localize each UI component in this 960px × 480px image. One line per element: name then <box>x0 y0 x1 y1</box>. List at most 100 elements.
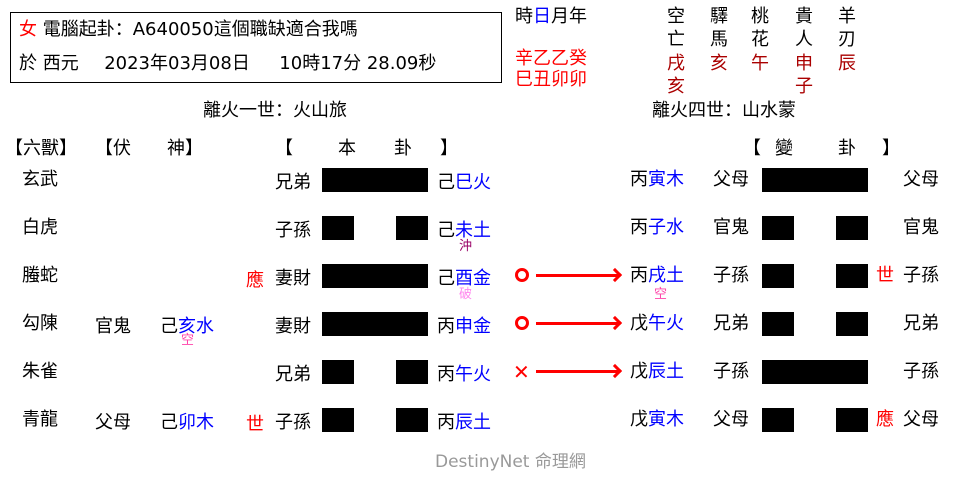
changed-yin-line-right <box>836 312 868 336</box>
changed-relation-label: 父母 <box>713 409 749 430</box>
line-stem-branch: 己未土 <box>437 222 491 240</box>
header-changed-open: 【 <box>743 138 761 159</box>
pillar-year-label: 年 <box>569 6 587 27</box>
yang-line <box>322 312 428 336</box>
changed-yin-line-right <box>836 264 868 288</box>
spirit-kongwang-bottom: 亡 <box>667 29 685 50</box>
change-arrow-icon <box>536 322 618 325</box>
changed-stem-branch: 丙寅木 <box>630 171 684 189</box>
spirit-kongwang-value-1: 戌 <box>667 53 685 74</box>
spirit-yangren-top: 羊 <box>838 6 856 27</box>
changed-hexagram-title: 離火四世：山水蒙 <box>652 100 796 121</box>
spirit-guiren-value-1: 申 <box>795 53 813 74</box>
line-stem-branch: 丙午火 <box>437 366 491 384</box>
pillar-branches: 巳丑卯卯 <box>515 69 587 90</box>
stem: 丙 <box>437 364 455 385</box>
branch: 午火 <box>648 313 684 334</box>
chong-mark: 沖 <box>459 239 473 254</box>
gender-label: 女 <box>19 19 37 40</box>
header-animals: 【六獸】 <box>5 138 77 159</box>
changed-relation-label-right: 官鬼 <box>903 217 939 238</box>
animal-label: 朱雀 <box>22 361 58 382</box>
animal-label: 白虎 <box>22 217 58 238</box>
header-main-close: 】 <box>440 138 458 159</box>
spirit-kongwang-top: 空 <box>667 6 685 27</box>
yang-line <box>322 264 428 288</box>
changed-relation-label-right: 兄弟 <box>903 313 939 334</box>
stem: 戊 <box>630 313 648 334</box>
yin-line-right <box>396 408 428 432</box>
animal-label: 勾陳 <box>22 313 58 334</box>
branch: 巳火 <box>455 172 491 193</box>
shi-marker: 世 <box>876 265 894 286</box>
moving-yin-cross-icon: ✕ <box>513 360 530 384</box>
spirit-guiren-value-2: 子 <box>795 76 813 97</box>
branch: 寅木 <box>648 409 684 430</box>
stem: 己 <box>437 220 455 241</box>
stem: 丙 <box>630 265 648 286</box>
changed-yang-line <box>762 168 868 192</box>
changed-yin-line-left <box>762 408 794 432</box>
date-value: 2023年03月08日 <box>104 53 250 74</box>
pillar-day-label: 日 <box>533 6 551 27</box>
hidden-relation: 父母 <box>95 412 131 433</box>
spirit-taohua-top: 桃 <box>751 6 769 27</box>
stem: 丙 <box>630 169 648 190</box>
changed-yin-line-left <box>762 264 794 288</box>
stem: 己 <box>437 172 455 193</box>
stem: 己 <box>437 268 455 289</box>
header-changed-char2: 卦 <box>838 138 856 159</box>
header-changed-char1: 變 <box>775 138 793 159</box>
changed-yang-line <box>762 360 868 384</box>
changed-yin-line-left <box>762 312 794 336</box>
changed-relation-label: 子孫 <box>713 361 749 382</box>
stem: 戊 <box>630 409 648 430</box>
branch: 亥水 <box>178 316 214 337</box>
stem: 戊 <box>630 361 648 382</box>
line-stem-branch: 丙申金 <box>437 318 491 336</box>
spirit-yima-value: 亥 <box>710 53 728 74</box>
changed-yin-line-left <box>762 216 794 240</box>
changed-relation-label: 官鬼 <box>713 217 749 238</box>
changed-relation-label-right: 子孫 <box>903 361 939 382</box>
po-mark: 破 <box>459 287 473 302</box>
kong-mark: 空 <box>654 287 668 302</box>
branch: 酉金 <box>455 268 491 289</box>
yin-line-right <box>396 360 428 384</box>
yin-line-left <box>322 360 354 384</box>
main-hexagram-title: 離火一世：火山旅 <box>203 100 347 121</box>
changed-stem-branch: 丙戌土 <box>630 267 684 285</box>
hidden-stem-branch: 己卯木 <box>160 414 214 432</box>
changed-stem-branch: 丙子水 <box>630 219 684 237</box>
spirit-guiren-top: 貴 <box>795 6 813 27</box>
moving-yang-circle-icon <box>515 268 529 282</box>
changed-relation-label: 子孫 <box>713 265 749 286</box>
changed-stem-branch: 戊寅木 <box>630 411 684 429</box>
hidden-kong-mark: 空 <box>181 333 195 348</box>
yin-line-right <box>396 216 428 240</box>
arrow-head-icon <box>607 315 623 331</box>
change-arrow-icon <box>536 370 618 373</box>
changed-relation-label: 兄弟 <box>713 313 749 334</box>
yin-line-left <box>322 216 354 240</box>
change-arrow-icon <box>536 274 618 277</box>
branch: 辰土 <box>455 412 491 433</box>
shi-marker: 世 <box>246 414 264 435</box>
question-title: 電腦起卦：A640050這個職缺適合我嗎 <box>42 19 358 40</box>
changed-yin-line-right <box>836 216 868 240</box>
spirit-taohua-value: 午 <box>751 53 769 74</box>
changed-relation-label: 父母 <box>713 169 749 190</box>
time-value: 10時17分 28.09秒 <box>279 53 437 74</box>
branch: 卯木 <box>178 412 214 433</box>
stem: 己 <box>160 316 178 337</box>
pillar-labels: 時日月年 <box>515 8 587 26</box>
changed-relation-label-right: 父母 <box>903 169 939 190</box>
relation-label: 妻財 <box>275 268 311 289</box>
stem: 丙 <box>437 316 455 337</box>
spirit-yangren-value: 辰 <box>838 53 856 74</box>
line-stem-branch: 己酉金 <box>437 270 491 288</box>
datetime-line: 於 西元 2023年03月08日 10時17分 28.09秒 <box>19 55 436 73</box>
branch: 戌土 <box>648 265 684 286</box>
ying-marker: 應 <box>246 270 264 291</box>
spirit-yangren-bottom: 刃 <box>838 29 856 50</box>
